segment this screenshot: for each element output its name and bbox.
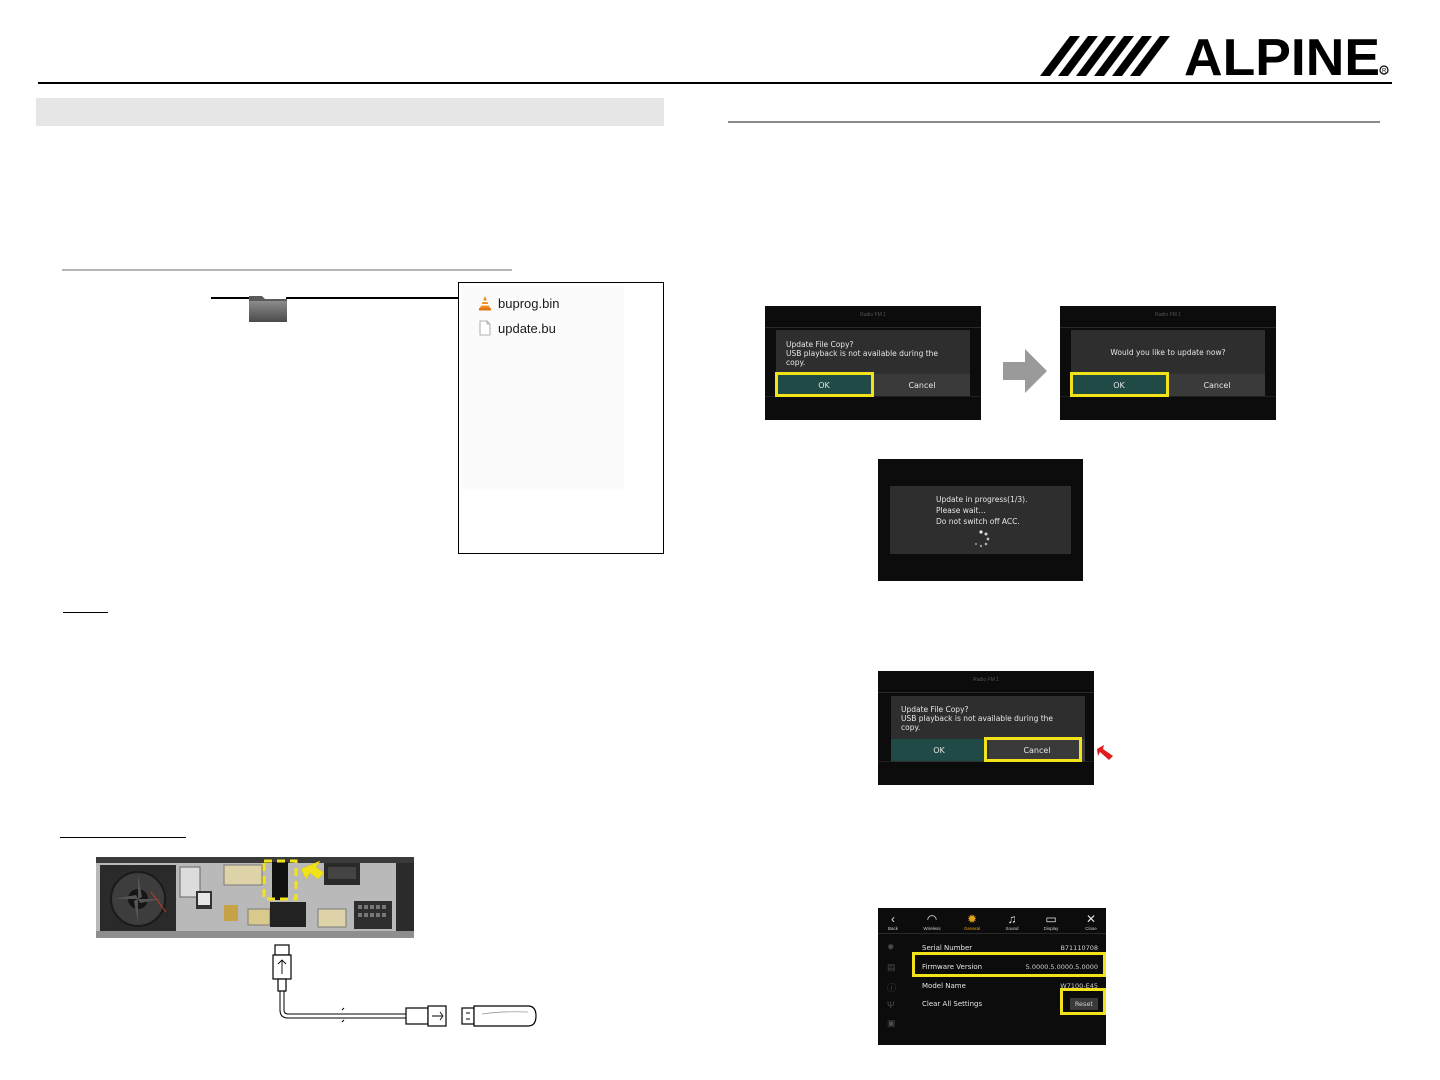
row-label: Serial Number [922,944,973,952]
tab-label: Sound [1005,926,1019,931]
loading-spinner-icon [974,530,990,548]
gear-icon: ✹ [966,912,978,926]
ok-button[interactable]: OK [1071,374,1167,396]
row-label: Model Name [922,982,966,990]
cancel-copy-screen: Radio FM 1 Update File Copy? USB playbac… [878,671,1094,785]
antenna-icon: Ψ [887,1000,895,1010]
status-bar: Radio FM 1 [765,306,981,328]
usb-root-underline [62,269,512,271]
message-line: copy. [786,358,806,367]
blank-file-icon [479,320,491,336]
tab-wireless[interactable]: ◠Wireless [917,912,947,931]
reset-button[interactable]: Reset [1069,998,1098,1010]
update-now-screen: Radio FM 1 Would you like to update now?… [1060,306,1276,420]
settings-row-model[interactable]: Model Name W7100-E45 [922,978,1098,994]
source-label: Radio FM 1 [973,677,999,683]
file-name: update.bu [498,320,556,336]
tree-connector-right [286,297,458,299]
unit-rear-panel-photo [96,857,414,938]
svg-text:ALPINE: ALPINE [1184,34,1380,78]
settings-tab-bar: ‹Back ◠Wireless ✹General ♫Sound ▭Display… [878,908,1106,934]
dialog: Update File Copy? USB playback is not av… [776,330,970,396]
wifi-icon: ◠ [926,912,938,926]
message-line: Update in progress(1/3). [936,495,1028,504]
tab-label: Close [1085,926,1097,931]
cancel-button[interactable]: Cancel [1169,374,1265,396]
tab-close[interactable]: ✕Close [1076,912,1106,931]
settings-row-clear-all[interactable]: Clear All Settings Reset [922,996,1098,1012]
monitor-icon: ▭ [1045,912,1057,926]
row-label: Firmware Version [922,963,983,971]
info-icon: ⓘ [887,983,897,993]
message-line: USB playback is not available during the [786,349,939,358]
connection-heading-underline [60,837,186,838]
section-heading-band [36,98,664,126]
ok-button[interactable]: OK [891,739,987,761]
settings-screen: ‹Back ◠Wireless ✹General ♫Sound ▭Display… [878,908,1106,1045]
display-icon: ▣ [887,1018,896,1028]
usb-cable-and-stick [272,944,537,1027]
next-step-arrow-icon [1003,349,1047,393]
bottom-bar [878,761,1094,785]
settings-row-serial[interactable]: Serial Number B71110708 [922,940,1098,956]
row-value: W7100-E45 [1060,982,1098,990]
copy-prompt-screen: Radio FM 1 Update File Copy? USB playbac… [765,306,981,420]
note-underline [63,612,108,613]
vlc-cone-icon [479,296,491,311]
progress-dialog: Update in progress(1/3). Please wait... … [890,486,1071,554]
tab-sound[interactable]: ♫Sound [997,912,1027,931]
message-line: Please wait... [936,506,986,515]
dialog: Update File Copy? USB playback is not av… [891,696,1085,762]
ok-button[interactable]: OK [776,374,872,396]
row-value: B71110708 [1060,944,1098,952]
settings-row-firmware[interactable]: Firmware Version 5.0000.5.0000.5.0000 [922,959,1098,975]
bottom-bar [765,396,981,420]
tab-label: Back [887,926,898,931]
message-line: Update File Copy? [901,705,969,714]
tab-label: Wireless [923,926,941,931]
header-rule [38,82,1392,84]
tab-display[interactable]: ▭Display [1036,912,1066,931]
music-note-icon: ♫ [1007,912,1017,926]
tree-connector-left [211,297,251,299]
status-bar: Radio FM 1 [878,671,1094,693]
section-rule [728,121,1380,123]
bottom-bar [1060,396,1276,420]
close-icon: ✕ [1085,912,1097,926]
cancel-button[interactable]: Cancel [874,374,970,396]
message-line: Do not switch off ACC. [936,517,1020,526]
alpine-logo: ALPINE R [1040,34,1389,78]
dialog-message: Update File Copy? USB playback is not av… [901,705,1081,732]
chevron-left-icon: ‹ [891,912,895,926]
cancel-button[interactable]: Cancel [989,739,1085,761]
file-item-buprog[interactable]: buprog.bin [478,293,559,313]
list-icon: ▤ [887,962,896,972]
file-item-update[interactable]: update.bu [478,318,556,338]
gear-icon: ✹ [887,942,895,952]
row-label: Clear All Settings [922,1000,983,1008]
tab-back[interactable]: ‹Back [878,912,908,931]
row-value: 5.0000.5.0000.5.0000 [1025,963,1098,971]
progress-message: Update in progress(1/3). Please wait... … [936,494,1066,527]
message-line: USB playback is not available during the [901,714,1054,723]
tab-label: General [963,926,980,931]
source-label: Radio FM 1 [860,312,886,318]
source-label: Radio FM 1 [1155,312,1181,318]
file-list-area [462,286,624,490]
dialog-message: Update File Copy? USB playback is not av… [786,340,966,367]
dialog-message: Would you like to update now? [1110,348,1226,357]
status-bar: Radio FM 1 [1060,306,1276,328]
file-name: buprog.bin [498,295,560,311]
tab-general[interactable]: ✹General [957,912,987,931]
folder-icon [249,296,287,322]
svg-text:R: R [1382,69,1387,75]
update-progress-screen: Update in progress(1/3). Please wait... … [878,459,1083,581]
dialog: Would you like to update now? OK Cancel [1071,330,1265,396]
tab-label: Display [1043,926,1059,931]
message-line: Update File Copy? [786,340,854,349]
pointer-arrow-icon [1097,745,1113,760]
message-line: copy. [901,723,921,732]
